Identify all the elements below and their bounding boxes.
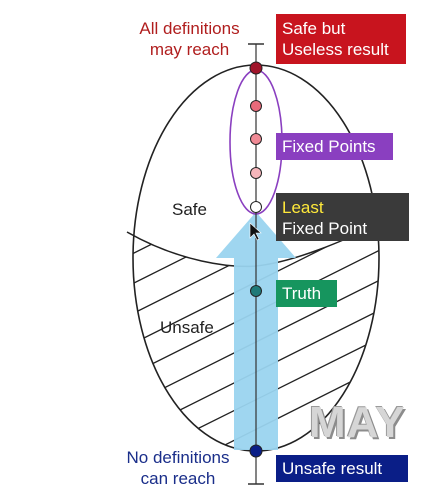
top-point: [249, 61, 263, 75]
fixed-point-dot: [250, 167, 262, 179]
bottom-note-line-1: No definitions: [126, 448, 230, 467]
bottom-note-line-2: can reach: [140, 469, 216, 488]
may-watermark: MAY: [309, 398, 406, 447]
unsafe-result-tag: Unsafe result: [276, 455, 408, 482]
top-note: All definitions may reach: [112, 18, 267, 60]
unsafe-region-label: Unsafe: [160, 318, 214, 337]
fixed-point-dot: [250, 100, 262, 112]
truth-point: [250, 285, 262, 297]
least-fixed-point-dot: [250, 201, 262, 213]
safe-useless-line-1: Safe but: [282, 19, 346, 38]
top-note-line-1: All definitions: [139, 19, 240, 38]
least-label: Least: [282, 198, 324, 217]
fixed-point-label: Fixed Point: [282, 219, 368, 238]
cursor-icon: [249, 222, 262, 241]
least-fixed-point-tag: Least Fixed Point: [276, 193, 409, 241]
safe-useless-line-2: Useless result: [282, 40, 389, 59]
truth-tag: Truth: [276, 280, 337, 307]
fixed-points-tag: Fixed Points: [276, 133, 393, 160]
safe-useless-tag: Safe but Useless result: [276, 14, 406, 64]
bottom-note: No definitions can reach: [108, 447, 248, 489]
safe-region-label: Safe: [172, 200, 207, 219]
top-note-line-2: may reach: [149, 40, 230, 59]
fixed-point-dot: [250, 133, 262, 145]
bottom-point: [249, 444, 263, 458]
